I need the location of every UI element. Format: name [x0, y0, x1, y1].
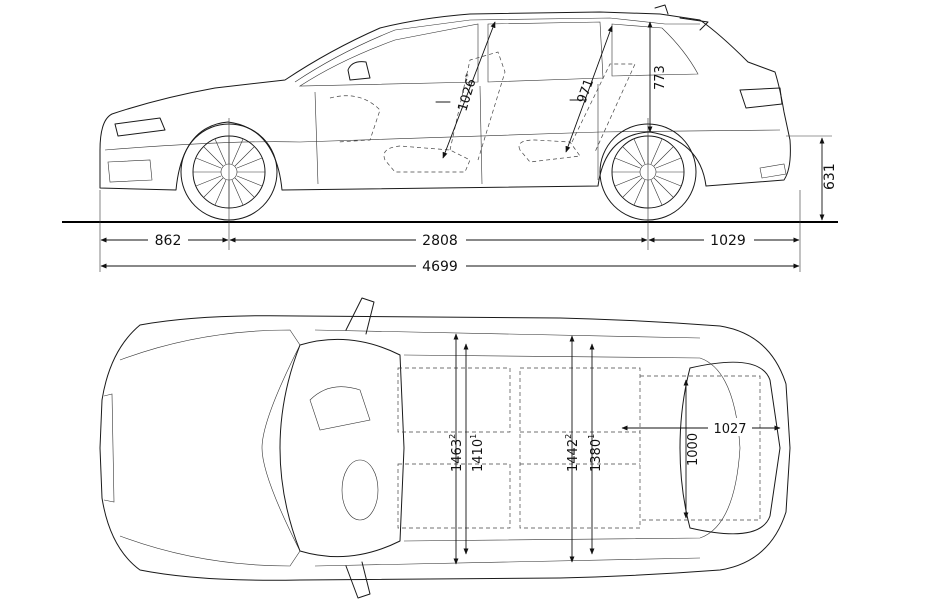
front-seats-top [397, 367, 511, 529]
wheelbase-label: 2808 [422, 233, 458, 249]
rear-headroom-line [565, 25, 613, 153]
side-rails [314, 329, 701, 567]
front-seat [383, 51, 506, 173]
hood [119, 329, 301, 567]
rear-overhang-label: 1029 [710, 233, 746, 249]
cargo-length-label: 1027 [713, 422, 746, 437]
rear-window [487, 21, 604, 83]
door-lines [314, 84, 599, 185]
exhaust [759, 163, 787, 179]
front-window [298, 23, 479, 87]
length-ext-lines [99, 190, 801, 272]
height-label: 631 [822, 163, 838, 190]
front-elbow-width-label: 14101 [469, 434, 486, 472]
rear-headroom-label: 971 [575, 77, 598, 105]
side-view: 1026* 971 773 631 862 2808 1029 4699 [62, 4, 838, 275]
windshield [279, 338, 405, 558]
dashboard [329, 95, 381, 143]
cargo-width-label: 1000 [686, 433, 701, 466]
headlight [114, 117, 166, 137]
rear-seats-top [519, 367, 641, 529]
rear-height-label: 773 [653, 65, 668, 90]
top-mirror-right [345, 561, 371, 599]
side-body-outline [99, 11, 791, 191]
top-body-outline [99, 315, 791, 581]
front-overhang-label: 862 [155, 233, 182, 249]
overall-length-label: 4699 [422, 259, 458, 275]
cargo-area [640, 375, 761, 521]
tail-light [739, 87, 783, 109]
front-shoulder-width-label: 14632 [448, 434, 465, 472]
dash-panel-top [309, 386, 371, 431]
rear-spoiler [654, 4, 709, 31]
front-headroom-label: 1026* [454, 73, 481, 113]
steering-wheel [341, 459, 379, 521]
front-grille [103, 393, 115, 503]
axle-center-lines [228, 118, 649, 250]
roof-rail [294, 17, 700, 83]
top-view: 14632 14101 14422 13801 1000 1027 [99, 297, 791, 599]
side-crease [104, 129, 781, 151]
roof [403, 354, 741, 542]
top-mirror-left [345, 297, 375, 335]
rear-shoulder-width-label: 14422 [564, 434, 581, 472]
rear-elbow-width-label: 13801 [587, 434, 604, 472]
front-headroom-line [442, 21, 496, 159]
side-mirror [347, 61, 371, 81]
quarter-window [611, 23, 699, 77]
front-bumper-intake [107, 159, 153, 183]
